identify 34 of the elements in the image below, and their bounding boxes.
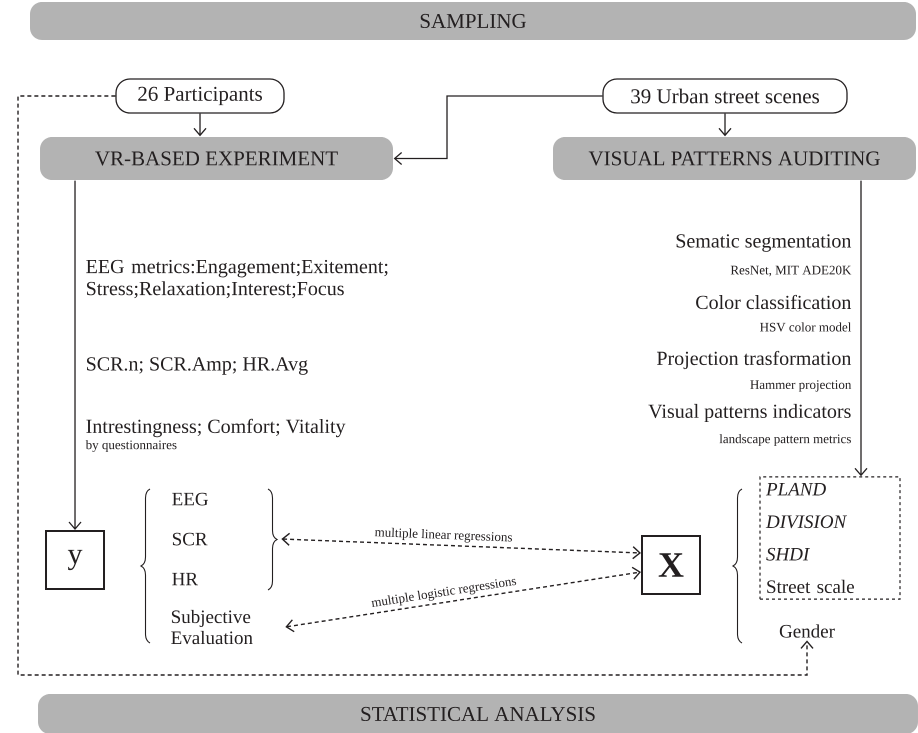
method-note: by questionnaires — [86, 440, 177, 452]
method-text: Intrestingness; Comfort; Vitality — [86, 418, 346, 438]
arrow — [854, 180, 868, 476]
variable-box: X — [641, 535, 701, 595]
method-text: SCR.n; SCR.Amp; HR.Avg — [87, 357, 308, 375]
method-text: Visual patterns indicators — [648, 404, 851, 422]
edge-label: multiple linear regressions — [373, 526, 514, 546]
stage-box: VR-BASED EXPERIMENT — [40, 137, 393, 180]
edge-label: multiple logistic regressions — [369, 574, 518, 611]
arrow — [17, 95, 814, 676]
arrow — [194, 114, 206, 136]
variable-list: EEG SCR HR — [172, 492, 208, 586]
arrow — [281, 532, 641, 560]
method-text: Color classification — [696, 294, 852, 310]
variable-label: Gender — [780, 624, 835, 638]
arrow — [718, 114, 732, 136]
band-heading: STATISTICAL ANALYSIS — [38, 694, 918, 733]
arrow — [285, 566, 641, 632]
method-text: Projection trasformation — [656, 350, 852, 370]
source-box: 26 Participants — [115, 78, 285, 114]
method-note: ResNet, MIT ADE20K — [730, 266, 852, 276]
source-box: 39 Urban street scenes — [602, 78, 848, 114]
method-text: Sematic segmentation — [676, 234, 852, 252]
stage-box: VISUAL PATTERNS AUDITING — [553, 137, 916, 180]
method-note: landscape pattern metrics — [720, 434, 851, 446]
variable-box: y — [45, 530, 105, 590]
method-text: EEG metrics:Engagement;Exitement; Stress;Relaxation;Interest;Focus — [86, 260, 388, 298]
method-note: Hammer projection — [750, 380, 852, 392]
arrow — [68, 180, 82, 530]
variable-list: Subjective Evaluation — [171, 610, 253, 644]
band-heading: SAMPLING — [30, 2, 916, 40]
indicator-box: PLAND DIVISION SHDI Street scale — [759, 476, 901, 600]
arrow — [394, 95, 602, 165]
method-note: HSV color model — [760, 322, 852, 332]
